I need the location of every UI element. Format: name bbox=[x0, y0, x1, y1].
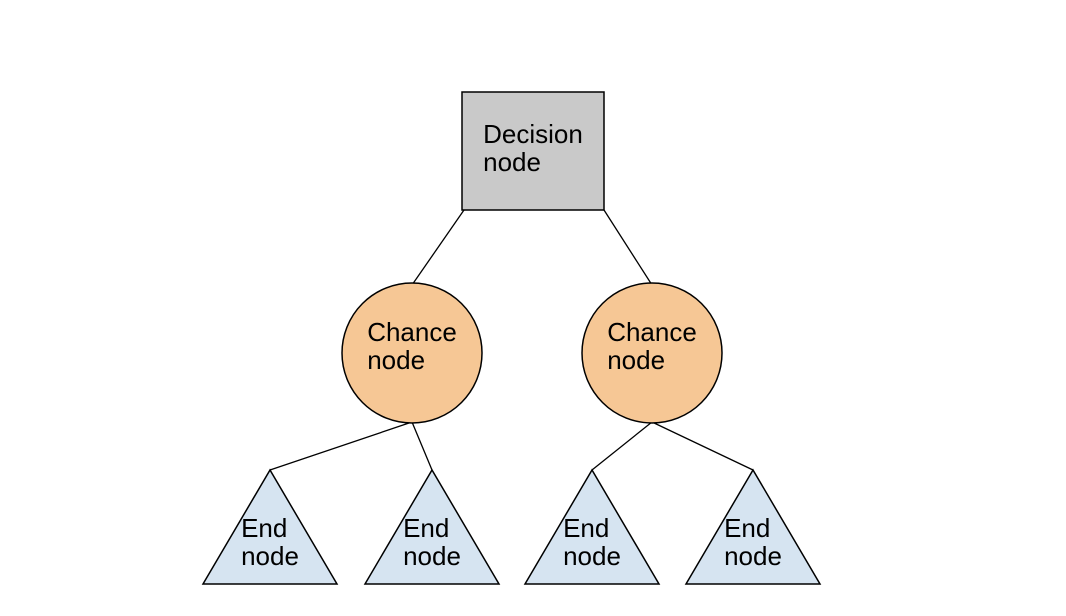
label-line: End bbox=[724, 513, 771, 543]
end-node-4-shape bbox=[684, 468, 822, 585]
end-node-3-shape bbox=[523, 468, 661, 585]
edge-chance-right-to-end3 bbox=[591, 421, 653, 471]
edge-chance-left-to-end2 bbox=[411, 421, 433, 471]
label-line: node bbox=[483, 147, 541, 177]
label-line: node bbox=[367, 345, 426, 375]
chance-node-left-shape bbox=[341, 282, 483, 424]
end-node-2-shape bbox=[363, 468, 501, 585]
end-node-2-label: End node bbox=[403, 514, 461, 570]
edge-chance-right-to-end4 bbox=[651, 421, 754, 471]
edge-decision-to-chance-left bbox=[411, 209, 465, 286]
label-line: node bbox=[403, 541, 461, 571]
end-node-1-label: End node bbox=[241, 514, 299, 570]
label-line: node bbox=[563, 541, 621, 571]
decision-node-label: Decision node bbox=[483, 120, 583, 176]
label-line: Decision bbox=[483, 119, 583, 149]
chance-node-right-label: Chance node bbox=[607, 318, 697, 374]
label-line: End bbox=[241, 513, 288, 543]
label-line: node bbox=[724, 541, 782, 571]
edges bbox=[269, 209, 754, 471]
chance-node-left-label: Chance node bbox=[367, 318, 457, 374]
end-node-4-label: End node bbox=[724, 514, 782, 570]
edge-decision-to-chance-right bbox=[603, 209, 653, 286]
end-node-1-shape bbox=[201, 468, 339, 585]
label-line: Chance bbox=[607, 317, 697, 347]
label-line: End bbox=[403, 513, 450, 543]
decision-node-shape bbox=[461, 91, 605, 211]
label-line: End bbox=[563, 513, 610, 543]
label-line: Chance bbox=[367, 317, 457, 347]
end-node-3-label: End node bbox=[563, 514, 621, 570]
label-line: node bbox=[241, 541, 299, 571]
edge-chance-left-to-end1 bbox=[269, 421, 413, 471]
label-line: node bbox=[607, 345, 666, 375]
chance-node-right-shape bbox=[581, 282, 723, 424]
